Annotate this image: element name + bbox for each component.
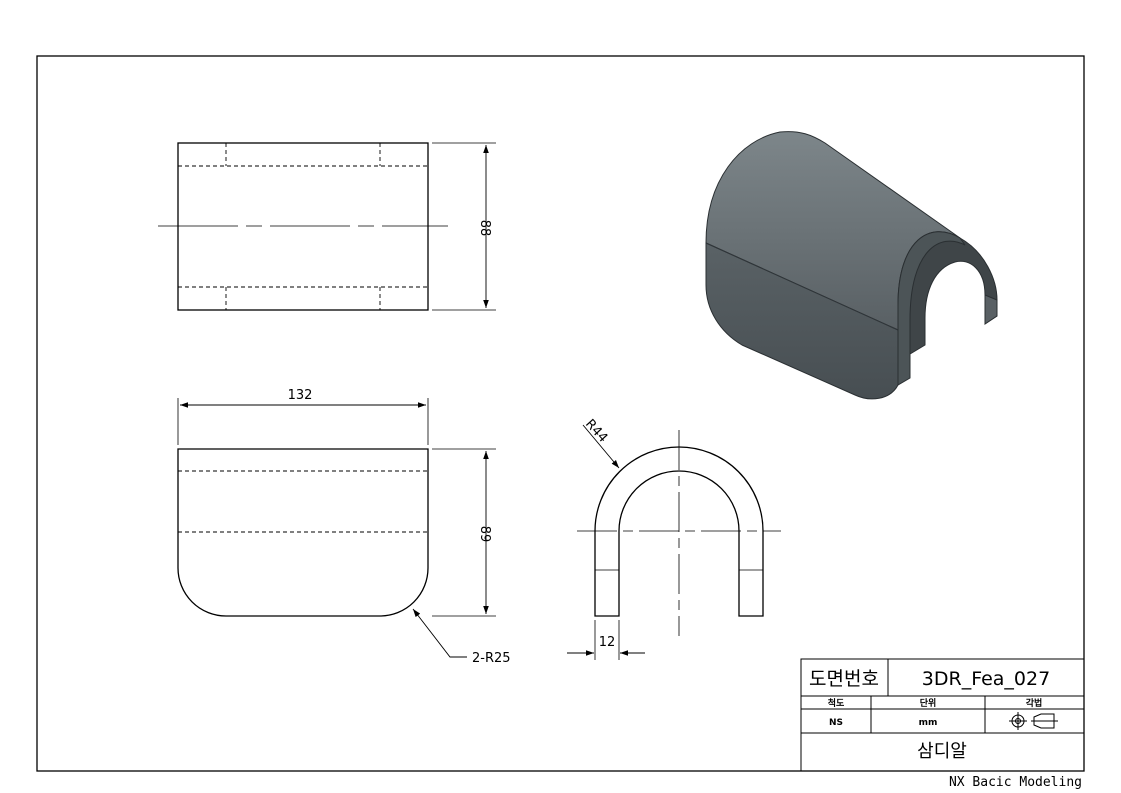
- isometric-3d-view: [705, 131, 998, 400]
- software-note: NX Bacic Modeling: [949, 775, 1082, 790]
- front-view: [177, 398, 496, 658]
- unit-label: 단위: [920, 697, 937, 709]
- projection-label: 각법: [1026, 697, 1043, 709]
- top-view: [158, 142, 496, 311]
- side-view: [567, 424, 781, 660]
- corner-radius-dimension: 2-R25: [472, 651, 511, 666]
- scale-label: 척도: [828, 697, 845, 709]
- third-angle-projection-icon: [1009, 712, 1058, 730]
- scale-value: NS: [829, 718, 843, 728]
- part-name: 삼디알: [917, 741, 967, 762]
- drawing-number: 3DR_Fea_027: [922, 668, 1050, 690]
- drawing-number-label: 도면번호: [809, 668, 879, 690]
- front-view-height-dimension: 89: [477, 526, 492, 543]
- title-block: [800, 658, 1085, 772]
- side-view-radius-dimension: R44: [582, 417, 610, 446]
- side-view-thickness-dimension: 12: [599, 635, 616, 650]
- top-view-height-dimension: 88: [477, 220, 492, 237]
- unit-value: mm: [919, 718, 938, 728]
- sheet-border: [36, 55, 1085, 772]
- front-view-width-dimension: 132: [288, 388, 313, 403]
